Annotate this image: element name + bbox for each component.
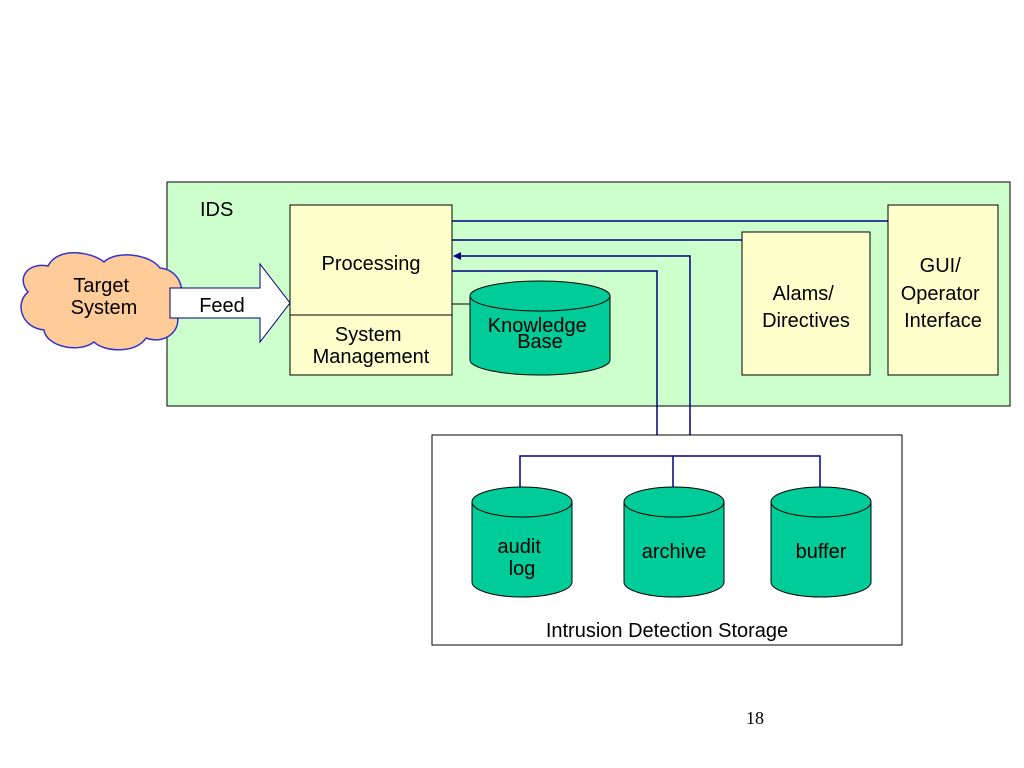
system-management-box — [289, 314, 453, 376]
connectors — [452, 220, 888, 456]
audit-log-cylinder: audit log — [471, 486, 573, 598]
gui-label: GUI/ Operator Interface — [901, 255, 986, 332]
audit-log-label: audit log — [498, 536, 547, 580]
knowledge-base-cylinder: Knowledge Base — [469, 280, 611, 376]
feed-arrow — [169, 262, 291, 344]
archive-label: archive — [642, 541, 706, 563]
gui-box — [887, 204, 999, 376]
alarms-box — [741, 231, 871, 376]
archive-cylinder: archive — [623, 486, 725, 598]
target-system-cloud: Target System — [20, 252, 183, 351]
buffer-cylinder: buffer — [770, 486, 872, 598]
storage-bus — [519, 455, 821, 487]
buffer-label: buffer — [796, 541, 847, 563]
ids-label: IDS — [200, 199, 233, 221]
storage-label: Intrusion Detection Storage — [546, 620, 788, 642]
system-management-label: System Management — [313, 324, 430, 368]
target-system-label: Target System — [71, 275, 138, 319]
page-number: 18 — [746, 708, 764, 728]
knowledge-base-label: Knowledge Base — [488, 315, 593, 353]
alarms-label: Alams/ Directives — [762, 283, 850, 332]
processing-box — [289, 204, 453, 316]
feed-label: Feed — [199, 295, 245, 317]
processing-label: Processing — [322, 253, 421, 275]
